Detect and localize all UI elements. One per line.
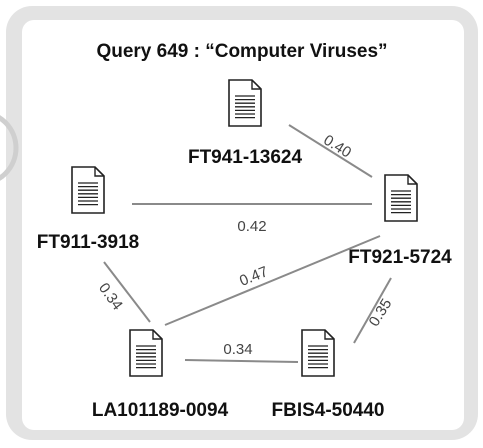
node-label-n3: FT921-5724: [348, 247, 452, 268]
documents-layer: [71, 79, 418, 377]
edge-n4-n5: [184, 359, 299, 363]
diagram-title: Query 649 : “Computer Viruses”: [96, 41, 388, 62]
edge-n4-n3: [164, 235, 381, 326]
edge-n1-n3: [288, 124, 373, 178]
node-label-n1: FT941-13624: [187, 147, 303, 168]
node-label-n2: FT911-3918: [36, 232, 140, 253]
document-icon: [228, 79, 262, 127]
edge-weight-label: 0.42: [237, 218, 266, 235]
document-icon: [71, 166, 105, 214]
document-icon: [384, 174, 418, 222]
side-circle-decoration: [0, 115, 19, 181]
inner-panel: [22, 20, 464, 430]
edge-weight-label: 0.34: [223, 341, 252, 358]
node-label-n5: FBIS4-50440: [271, 400, 385, 421]
document-icon: [129, 329, 163, 377]
edge-n5-n3: [353, 277, 392, 344]
document-icon: [301, 329, 335, 377]
edge-n2-n4: [103, 261, 151, 323]
edges-layer: [103, 124, 392, 363]
node-label-n4: LA101189-0094: [91, 400, 229, 421]
